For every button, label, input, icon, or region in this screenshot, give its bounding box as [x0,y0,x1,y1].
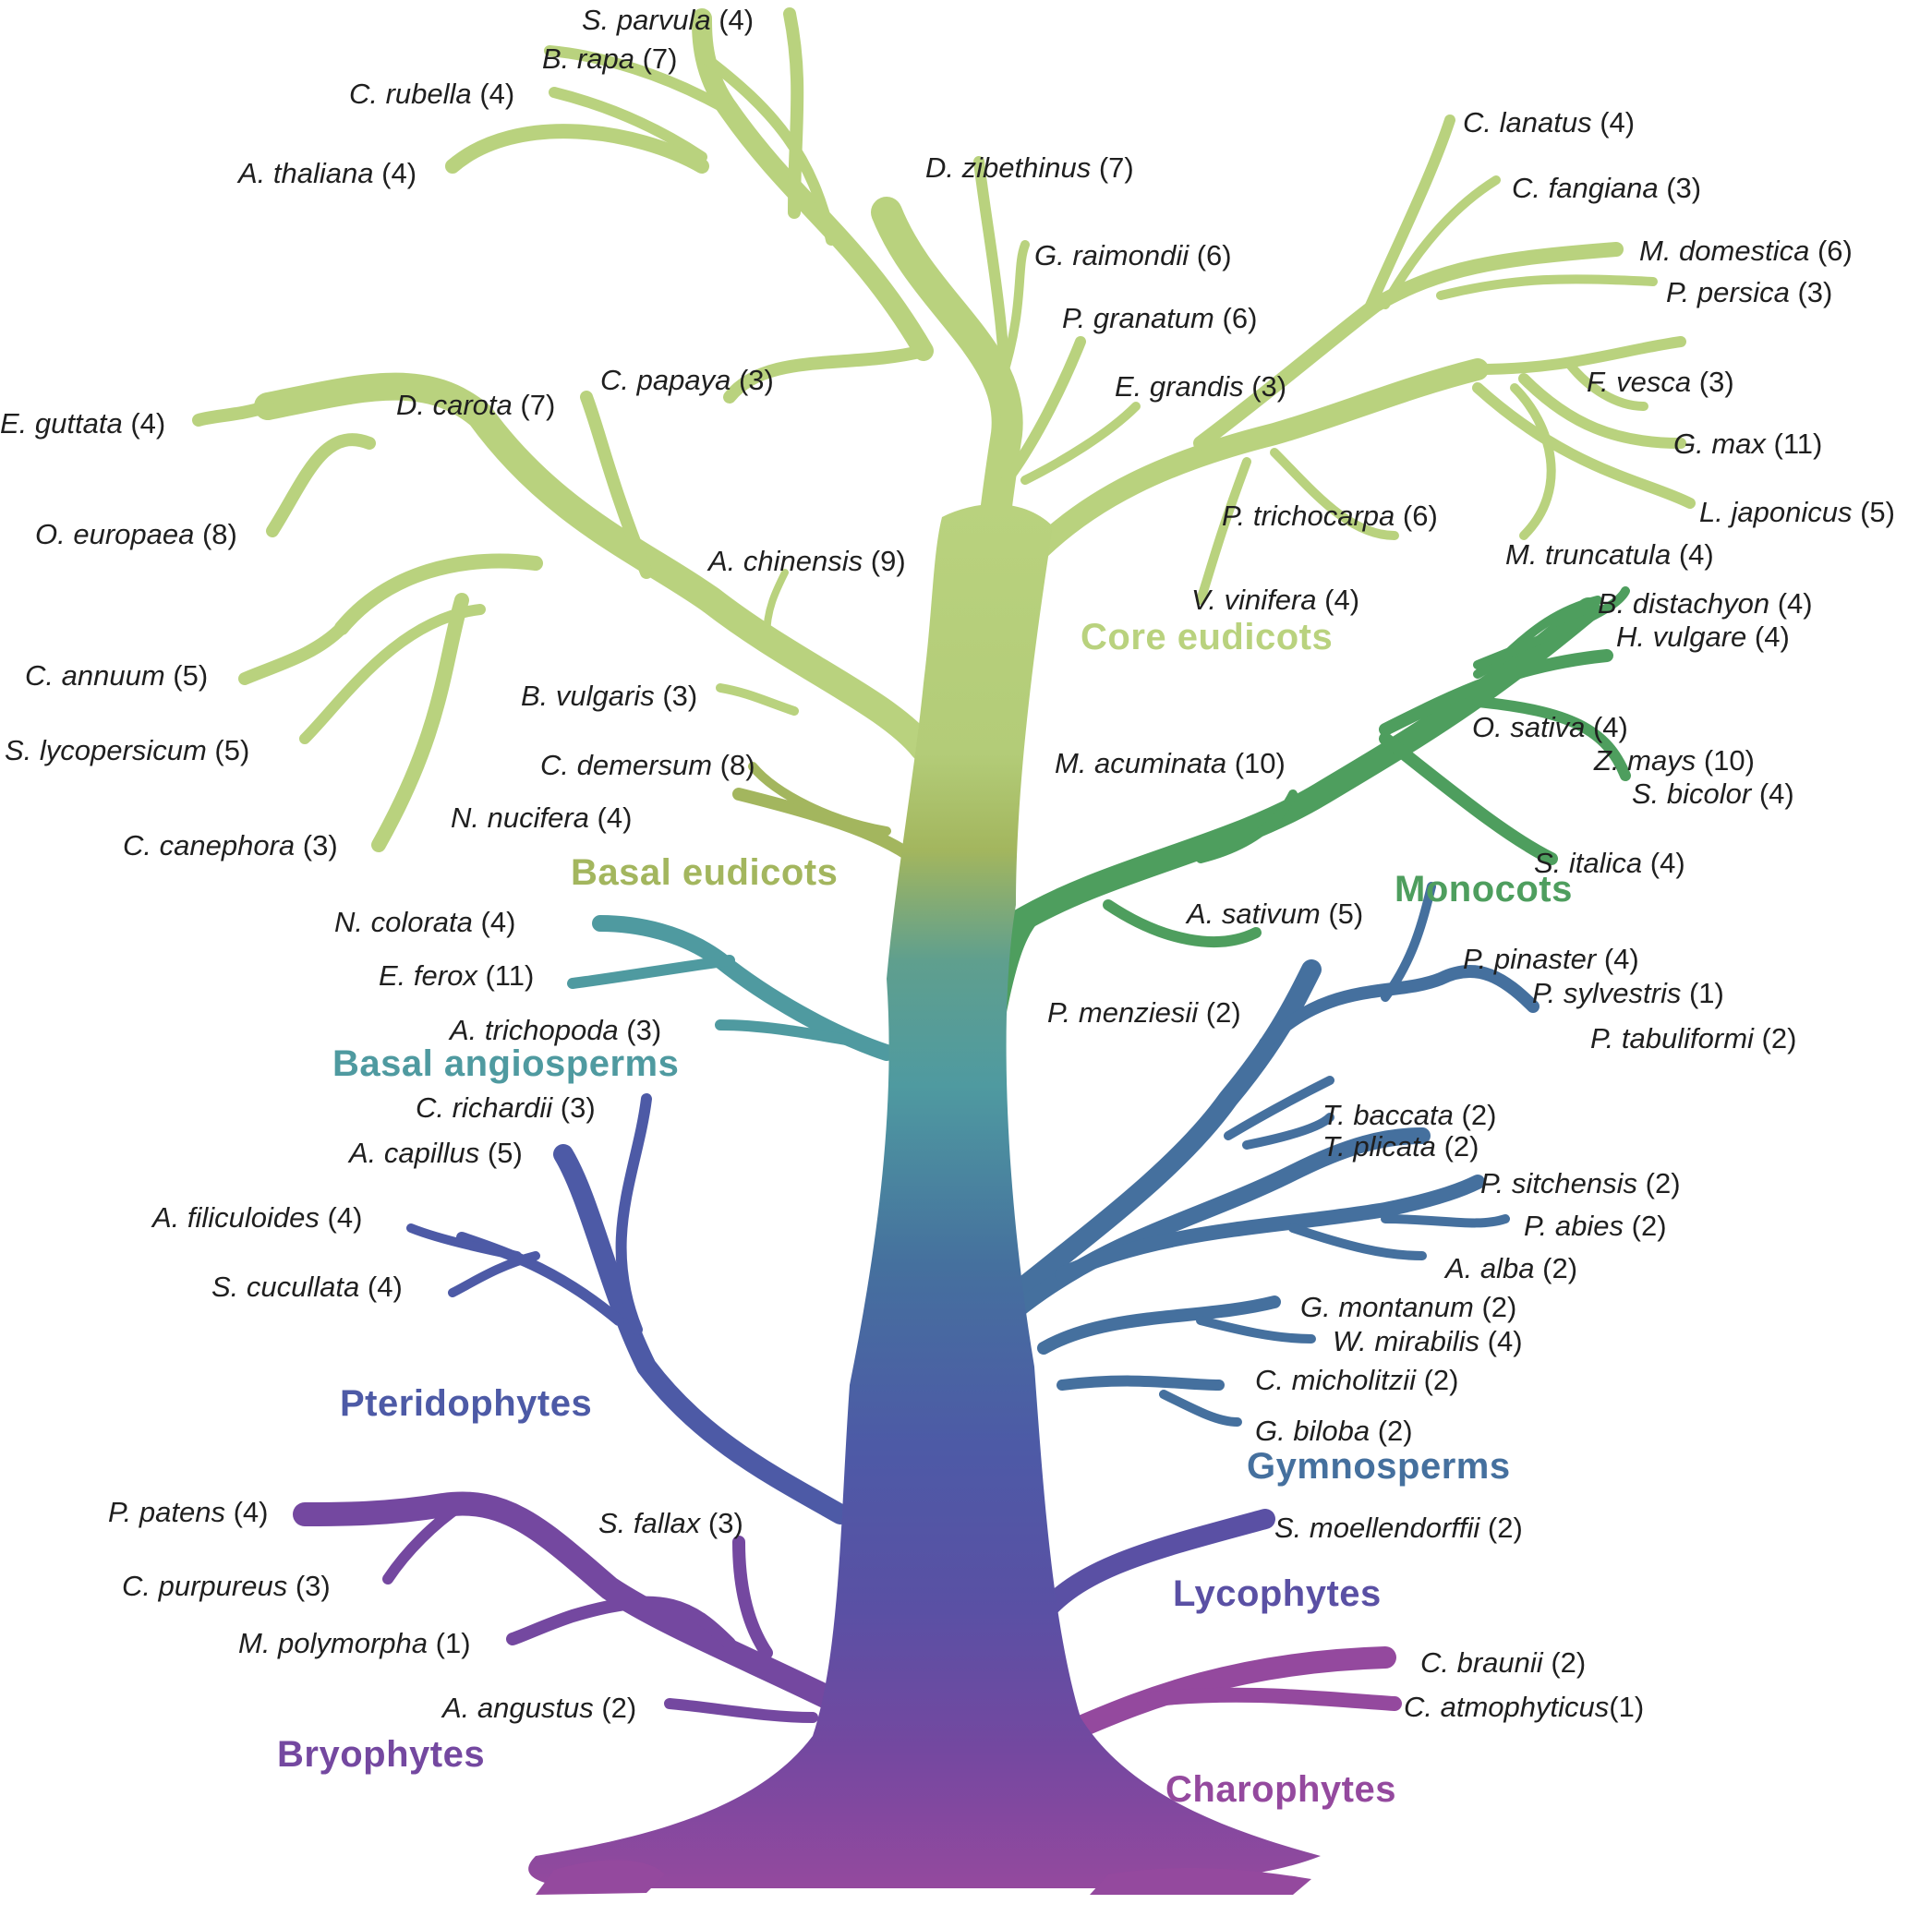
species-label: S. bicolor (4) [1632,777,1794,810]
basal-eudicot-branches [732,762,921,865]
species-label: M. acuminata (10) [1055,747,1286,779]
species-label: P. patens (4) [108,1496,269,1528]
species-label: S. parvula (4) [582,4,755,36]
gymnosperm-branches [1006,882,1540,1427]
basal-angiosperm-branches [567,915,895,1061]
species-label: A. angustus (2) [442,1692,637,1724]
species-label: O. europaea (8) [35,518,237,550]
group-label-charophytes: Charophytes [1165,1769,1396,1810]
species-label: B. distachyon (4) [1598,587,1813,620]
species-label: E. grandis (3) [1115,370,1287,403]
species-label: S. moellendorffii (2) [1274,1512,1523,1544]
group-label-lycophytes: Lycophytes [1173,1573,1382,1614]
species-label: G. biloba (2) [1255,1415,1413,1447]
species-label: G. raimondii (6) [1034,239,1232,271]
species-label: B. vulgaris (3) [521,680,698,712]
species-label: B. rapa (7) [542,42,678,75]
species-label: F. vesca (3) [1587,366,1734,398]
species-label: P. trichocarpa (6) [1222,500,1438,532]
species-label: P. pinaster (4) [1463,943,1639,975]
species-label: N. nucifera (4) [451,801,633,834]
group-label-core-eudicots: Core eudicots [1081,617,1334,657]
species-label: D. carota (7) [396,389,556,421]
species-label: A. trichopoda (3) [450,1014,662,1046]
species-label: S. cucullata (4) [211,1271,403,1303]
species-label: S. fallax (3) [598,1507,743,1539]
species-label: C. rubella (4) [349,78,515,110]
species-label: E. guttata (4) [0,407,166,440]
core-eudicot-branches [192,7,1696,852]
charophyte-branches [1069,1646,1402,1738]
species-label: P. abies (2) [1524,1210,1667,1242]
species-label: D. zibethinus (7) [925,151,1134,184]
group-label-monocots: Monocots [1395,869,1573,910]
species-label: C. papaya (3) [600,364,774,396]
species-label: C. demersum (8) [540,749,755,781]
species-label: Z. mays (10) [1594,744,1755,777]
species-label: S. italica (4) [1534,847,1685,879]
species-label: W. mirabilis (4) [1333,1325,1523,1357]
species-label: P. menziesii (2) [1047,996,1241,1029]
species-label: H. vulgare (4) [1616,621,1790,653]
species-label: P. persica (3) [1666,276,1833,308]
trunk [528,504,1321,1888]
group-label-bryophytes: Bryophytes [277,1734,486,1775]
species-label: C. richardii (3) [416,1091,596,1124]
group-label-gymnosperms: Gymnosperms [1247,1446,1511,1487]
species-label: A. alba (2) [1445,1252,1578,1284]
species-label: C. micholitzii (2) [1255,1364,1459,1396]
species-label: P. tabuliformi (2) [1590,1022,1797,1054]
group-label-basal-eudicots: Basal eudicots [571,852,839,893]
species-label: S. lycopersicum (5) [5,734,250,766]
species-label: O. sativa (4) [1472,711,1628,743]
species-label: A. capillus (5) [349,1137,523,1169]
species-label: C. purpureus (3) [122,1570,331,1602]
species-label: C. fangiana (3) [1512,172,1702,204]
species-label: P. granatum (6) [1062,302,1258,334]
species-label: A. sativum (5) [1187,898,1364,930]
species-label: P. sylvestris (1) [1532,977,1724,1009]
species-label: N. colorata (4) [334,906,516,938]
species-label: C. lanatus (4) [1463,106,1636,139]
pteridophyte-branches [406,1093,851,1524]
species-label: A. filiculoides (4) [152,1201,363,1234]
species-label: M. truncatula (4) [1505,538,1714,571]
species-label: P. sitchensis (2) [1480,1167,1681,1199]
group-label-pteridophytes: Pteridophytes [340,1383,593,1424]
roots [536,1860,1311,1895]
species-label: C. atmophyticus(1) [1404,1691,1645,1723]
species-label: M. polymorpha (1) [238,1627,471,1659]
monocot-branches [989,586,1631,1024]
bryophyte-branches [293,1491,862,1723]
species-label: M. domestica (6) [1639,235,1853,267]
species-label: L. japonicus (5) [1699,496,1895,528]
species-label: V. vinifera (4) [1191,584,1360,616]
species-label: A. thaliana (4) [238,157,417,189]
species-label: C. braunii (2) [1420,1646,1587,1679]
species-label: T. plicata (2) [1322,1130,1479,1163]
species-label: T. baccata (2) [1322,1099,1497,1131]
species-label: E. ferox (11) [379,959,535,992]
species-label: C. annuum (5) [25,659,209,692]
species-label: G. max (11) [1673,428,1823,460]
species-label: G. montanum (2) [1300,1291,1517,1323]
group-label-basal-angiosperms: Basal angiosperms [332,1043,680,1084]
species-label: A. chinensis (9) [708,545,906,577]
species-label: C. canephora (3) [123,829,338,862]
